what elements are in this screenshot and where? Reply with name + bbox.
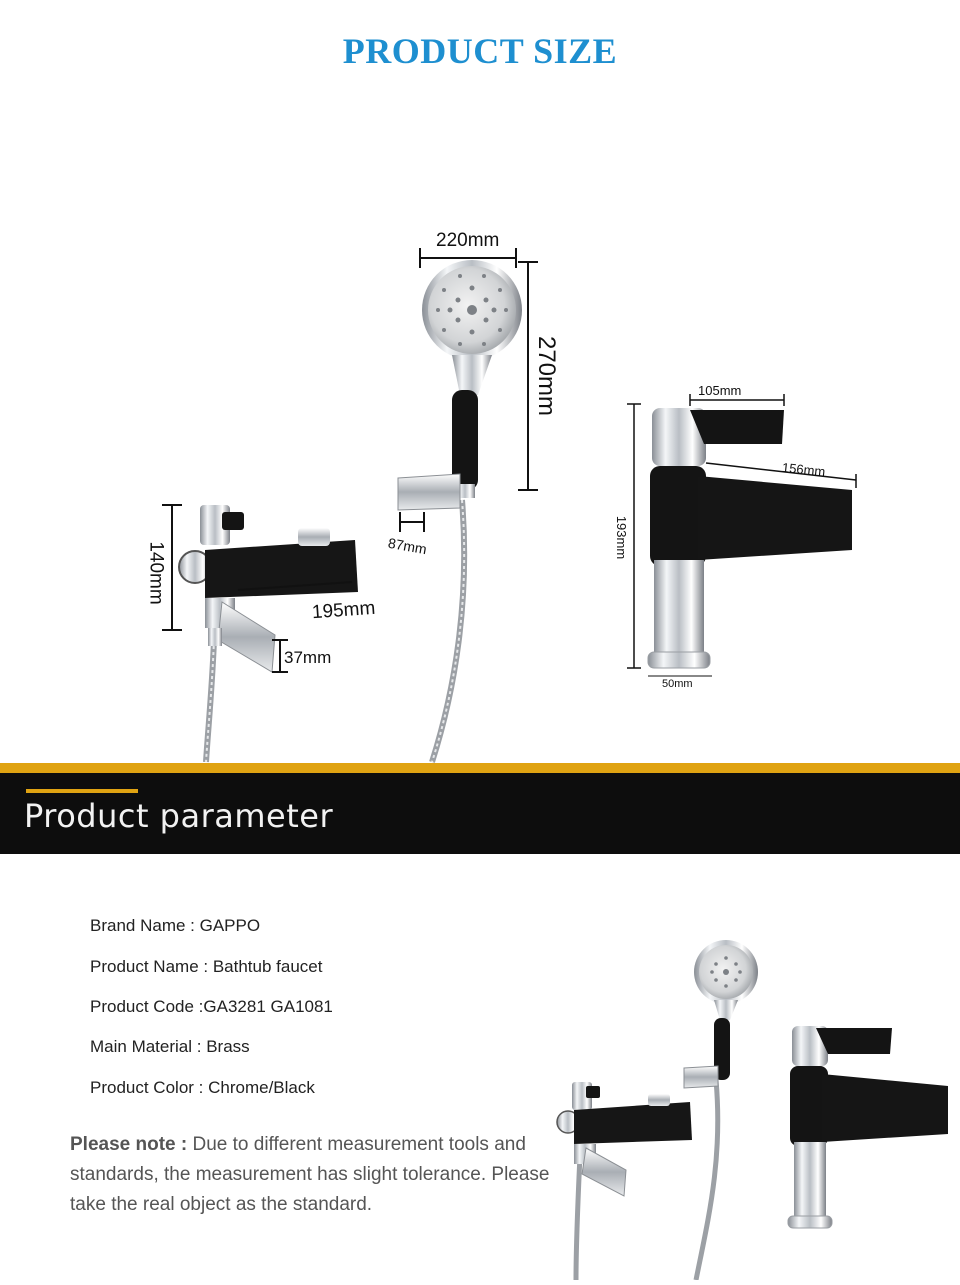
section-band (0, 763, 960, 854)
basin-faucet (647, 408, 852, 669)
param-material: Main Material : Brass (90, 1037, 250, 1056)
param-product-code: Product Code :GA3281 GA1081 (90, 997, 333, 1016)
dim-label-220: 220mm (436, 230, 500, 251)
dim-label-270: 270mm (533, 335, 561, 417)
shower-hose (429, 499, 468, 763)
param-color: Product Color : Chrome/Black (90, 1078, 315, 1097)
product-set-image (556, 940, 948, 1280)
handheld-shower (397, 260, 522, 511)
param-product-name: Product Name : Bathtub faucet (90, 957, 323, 976)
note-text: Due to different measurement tools and s… (70, 1134, 550, 1215)
note-label: Please note : (70, 1134, 188, 1155)
dim-label-50: 50mm (662, 678, 693, 690)
dim-label-37: 37mm (284, 648, 332, 667)
measurement-note: Please note : Due to different measureme… (70, 1130, 550, 1220)
page-title: PRODUCT SIZE (342, 31, 618, 71)
section-accent-line (26, 789, 138, 793)
dim-label-193: 193mm (614, 515, 630, 560)
param-brand: Brand Name : GAPPO (90, 916, 261, 935)
section-title: Product parameter (24, 797, 334, 835)
dim-label-105: 105mm (698, 383, 742, 398)
dim-label-140: 140mm (145, 541, 167, 605)
product-size-diagram (162, 248, 857, 763)
dim-label-195: 195mm (311, 597, 376, 624)
